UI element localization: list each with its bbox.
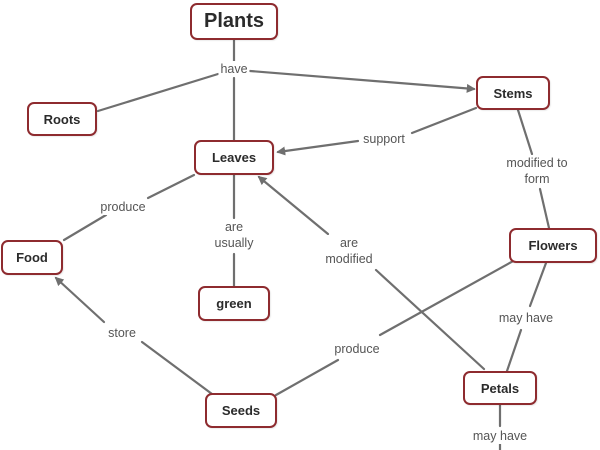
node-leaves[interactable]: Leaves <box>194 140 274 175</box>
edge-stems-modified <box>516 108 534 156</box>
edge-modified-flowers <box>538 187 551 230</box>
edge-leaves-produce <box>146 173 196 200</box>
node-plants[interactable]: Plants <box>190 3 278 40</box>
edge-stems-support <box>410 106 478 135</box>
label-are-modified-line1: are <box>339 236 359 250</box>
edge-produce-seeds <box>274 358 340 397</box>
edge-have-roots <box>96 72 220 113</box>
label-may-have-petals: may have <box>496 310 556 326</box>
label-have: have <box>218 61 250 77</box>
edge-flowers-produce <box>378 258 517 337</box>
edge-seeds-store <box>140 340 214 396</box>
label-modified-to-form: modified to form <box>504 155 570 187</box>
edge-produce-food <box>62 213 108 242</box>
label-are-modified-line2: modified <box>325 252 373 266</box>
edge-support-leaves <box>276 139 360 156</box>
edge-flowers-mayhave <box>528 261 548 308</box>
node-green[interactable]: green <box>198 286 270 321</box>
node-roots[interactable]: Roots <box>27 102 97 136</box>
label-produce-food: produce <box>98 199 148 215</box>
label-modified-to-form-line1: modified to <box>506 156 568 170</box>
edge-aremodified-leaves <box>257 175 330 236</box>
edge-have-stems <box>248 69 476 93</box>
label-may-have-bottom: may have <box>470 428 530 444</box>
label-produce-seeds: produce <box>332 341 382 357</box>
node-petals[interactable]: Petals <box>463 371 537 405</box>
label-are-usually-line2: usually <box>214 236 254 250</box>
label-store: store <box>106 325 138 341</box>
edge-store-food <box>54 276 106 324</box>
node-seeds[interactable]: Seeds <box>205 393 277 428</box>
label-are-usually: are usually <box>212 219 256 251</box>
node-flowers[interactable]: Flowers <box>509 228 597 263</box>
label-modified-to-form-line2: form <box>524 172 550 186</box>
node-stems[interactable]: Stems <box>476 76 550 110</box>
label-are-modified: are modified <box>323 235 375 267</box>
label-support: support <box>361 131 407 147</box>
edge-petals-aremodified <box>374 268 486 371</box>
edge-mayhave-petals <box>505 328 523 373</box>
node-food[interactable]: Food <box>1 240 63 275</box>
label-are-usually-line1: are <box>224 220 244 234</box>
